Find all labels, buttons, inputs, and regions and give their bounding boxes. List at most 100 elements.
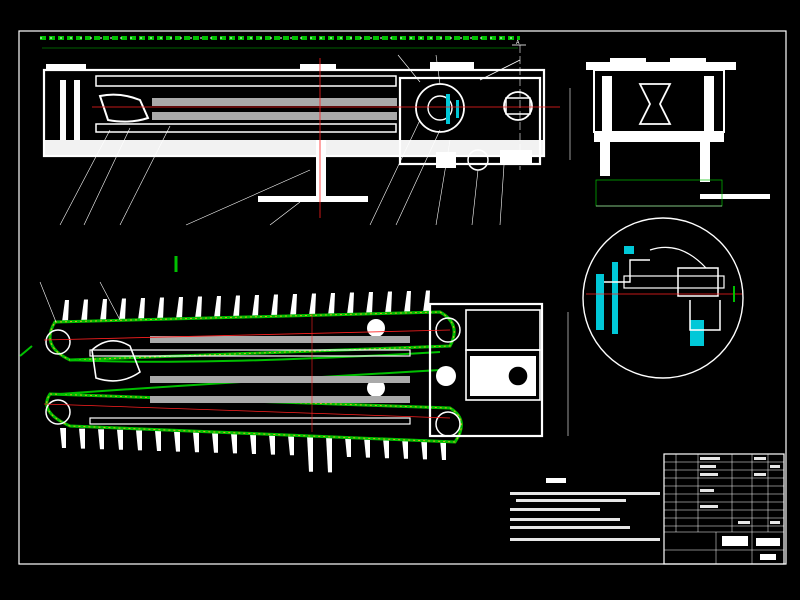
upper-rail — [95, 75, 397, 87]
cutter-tooth-top — [309, 293, 316, 316]
drive-pulley — [436, 366, 456, 386]
cutter-tooth-top — [271, 294, 278, 317]
output-shaft-flange — [503, 91, 533, 121]
leader-chain-a — [39, 281, 57, 323]
section-marker-a: A — [516, 40, 520, 46]
top-teeth-row — [46, 62, 474, 70]
cutter-tooth-bottom — [345, 437, 351, 457]
boom-rail-upper — [89, 349, 411, 357]
boom-rail-lower — [89, 417, 411, 425]
detail-hatch-left — [596, 274, 604, 330]
leader-drive — [479, 59, 521, 81]
support-foot — [258, 196, 368, 202]
title-sheet-cell — [760, 554, 776, 560]
cutter-tooth-bottom — [326, 436, 332, 473]
cutter-tooth-bottom — [60, 428, 66, 448]
top-elevation-view: A — [40, 36, 571, 226]
end-view-post-l — [602, 76, 612, 132]
end-view-foot — [700, 194, 770, 199]
rear-sprocket-lower — [435, 411, 461, 437]
drive-middle-compartment — [465, 349, 541, 401]
title-block-grid — [664, 454, 784, 564]
cutter-tooth-top — [347, 292, 354, 315]
centerline-lower-loop — [43, 403, 451, 419]
note-line-2 — [516, 499, 626, 502]
cutter-tooth-top — [119, 298, 126, 321]
idler-wheel-lower — [367, 379, 385, 397]
end-view-leg-l — [600, 142, 610, 176]
centerline-upper-loop — [43, 329, 451, 341]
detail-circle — [582, 217, 744, 379]
cutter-tooth-top — [252, 295, 259, 317]
note-line-6 — [510, 538, 660, 541]
end-view-top-plate — [586, 62, 736, 70]
cutter-tooth-bottom — [383, 438, 389, 459]
cutter-tooth-top — [404, 291, 411, 313]
cutter-tooth-bottom — [440, 440, 446, 460]
drive-motor-shaft — [507, 365, 529, 387]
cutter-tooth-top — [214, 296, 221, 318]
cutter-tooth-bottom — [231, 433, 237, 454]
cutter-tooth-top — [385, 291, 392, 314]
cutter-tooth-bottom — [174, 431, 180, 452]
lower-chain-links — [46, 393, 462, 443]
cutter-tooth-top — [328, 293, 335, 315]
idler-wheel-upper — [367, 319, 385, 337]
front-boom-bracket — [91, 340, 141, 382]
support-column — [316, 140, 326, 200]
cutter-tooth-bottom — [421, 439, 427, 460]
boom-bar-3 — [150, 396, 410, 403]
section-hatch-top — [446, 94, 450, 124]
upper-chain-links — [49, 311, 455, 361]
grey-bar-lower — [152, 112, 397, 120]
cutter-tooth-top — [138, 298, 145, 320]
cutter-tooth-bottom — [250, 434, 256, 454]
title-code-cell — [756, 538, 780, 546]
cutter-tooth-top — [176, 297, 183, 319]
end-view-dimension-box — [595, 179, 723, 207]
detail-hatch-flange — [612, 262, 618, 334]
end-view-post-r — [704, 76, 714, 132]
cutter-tooth-bottom — [136, 430, 142, 451]
leader-chain-b — [99, 281, 121, 321]
left-post-b — [74, 80, 80, 140]
cutter-tooth-top — [157, 297, 164, 320]
detail-seal — [689, 300, 721, 331]
end-view-leg-r — [700, 142, 710, 182]
cutter-tooth-bottom — [155, 431, 161, 451]
lower-rail — [95, 123, 397, 133]
boom-bar-2 — [150, 376, 410, 383]
drive-upper-compartment — [465, 309, 541, 351]
base-plate — [44, 140, 544, 156]
end-view-tooth-b — [670, 58, 706, 64]
cutter-tooth-bottom — [402, 438, 408, 459]
notes-heading-mark — [546, 478, 566, 483]
title-block-entries — [700, 457, 780, 524]
chain-assembly-view — [19, 256, 569, 473]
teeth-top-row — [62, 290, 430, 322]
output-shaft-block — [505, 97, 531, 115]
boom-bar-1 — [150, 336, 410, 343]
cutter-tooth-top — [62, 300, 69, 322]
detail-view-a — [582, 217, 744, 379]
teeth-bottom-row — [60, 428, 446, 473]
technical-notes — [510, 478, 660, 541]
note-line-5 — [510, 526, 630, 529]
callout-leaders-top — [59, 54, 506, 226]
title-name-cell — [722, 536, 748, 546]
drive-sprocket-hub — [427, 95, 453, 121]
crossing-chain-upper — [69, 351, 441, 363]
note-line-4 — [510, 518, 620, 521]
title-block — [663, 453, 785, 565]
section-hatch-top-b — [456, 100, 459, 118]
front-sprocket-housing — [98, 93, 150, 123]
cutter-tooth-top — [233, 295, 240, 318]
note-line-1 — [510, 492, 660, 495]
cutter-tooth-top — [100, 299, 107, 321]
cutter-tooth-bottom — [79, 428, 85, 449]
cutter-tooth-top — [423, 290, 430, 313]
front-sprocket-upper — [45, 329, 71, 355]
detail-shaft-housing — [604, 259, 650, 283]
